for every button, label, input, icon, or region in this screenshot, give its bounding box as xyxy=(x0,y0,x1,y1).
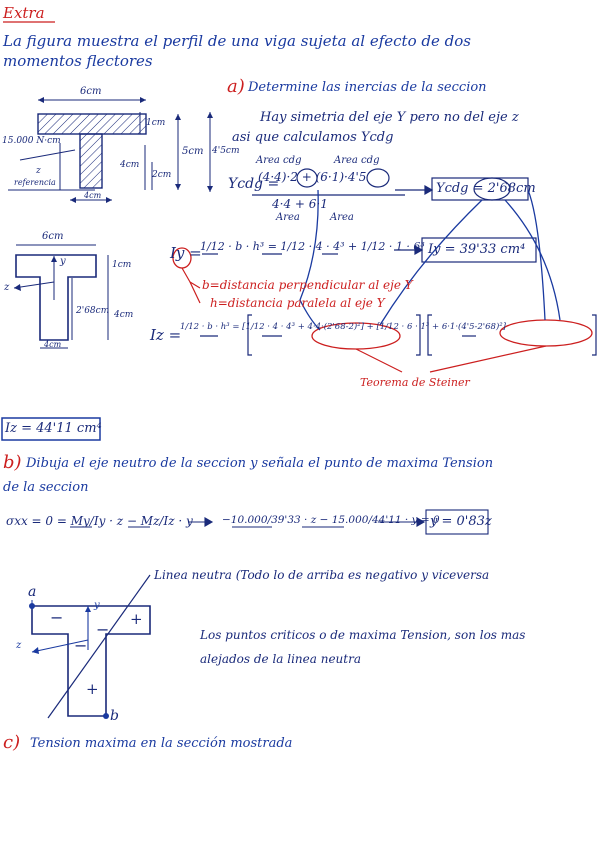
iz-expression: 1/12 · b · h³ = [1/12 · 4 · 4³ + 4·4·(2'… xyxy=(180,322,506,332)
minus-sign-3: − xyxy=(74,636,88,655)
part-b-label: b) xyxy=(3,452,22,473)
extra-heading: Extra xyxy=(3,4,45,22)
part-b-title-1: Dibuja el eje neutro de la seccion y señ… xyxy=(26,456,494,471)
iy-label: Iy = xyxy=(170,244,202,262)
fig1-moment: 15.000 N·cm xyxy=(2,136,61,146)
fig2-z-label: z xyxy=(4,282,10,293)
blue-connectors xyxy=(299,189,561,331)
fig1-dim-2cm: 2cm xyxy=(152,170,172,180)
ycdg-denominator: 4·4 + 6·1 xyxy=(272,197,328,211)
part-c-title: Tension maxima en la sección mostrada xyxy=(30,736,293,751)
neutral-axis-result: y = 0'83z xyxy=(430,514,492,529)
fig1-z-label: z xyxy=(36,166,41,176)
point-a-label: a xyxy=(28,584,37,600)
fig2-dim-4cm: 4cm xyxy=(114,310,134,320)
part-b-equation xyxy=(70,509,489,535)
note-b-perpendicular: b=distancia perpendicular al eje Y xyxy=(202,278,413,292)
fig1-dim-4cm-bottom: 4cm xyxy=(84,191,102,200)
stress-equation-numeric: −10.000/39'33 · z − 15.000/44'11 · y = 0 xyxy=(222,514,440,526)
fig1-dim-1cm: 1cm xyxy=(146,118,166,128)
fig2-dim-268: 2'68cm xyxy=(76,306,110,316)
symmetry-note-1: Hay simetria del eje Y pero no del eje z xyxy=(260,110,519,125)
fig2-dim-6cm: 6cm xyxy=(42,231,64,242)
fig1-reference: referencia xyxy=(14,178,56,187)
point-b-label: b xyxy=(110,708,119,724)
minus-sign-1: − xyxy=(50,608,64,627)
intro-line-1: La figura muestra el perfil de una viga … xyxy=(3,32,471,50)
iy-annotations xyxy=(202,237,537,263)
fig2-dim-4cm-bottom: 4cm xyxy=(44,340,62,349)
note-h-parallel: h=distancia paralela al eje Y xyxy=(210,296,385,310)
iy-result: Iy = 39'33 cm⁴ xyxy=(428,242,526,257)
stress-equation: σxx = 0 = My/Iy · z − Mz/Iz · y xyxy=(6,514,193,528)
fig1-dim-5cm: 5cm xyxy=(182,146,204,157)
point-b-marker xyxy=(103,713,109,719)
z-axis-3 xyxy=(31,639,89,653)
steiner-circle-2 xyxy=(499,319,593,347)
fig2-dim-1cm: 1cm xyxy=(112,260,132,270)
fig1-dim-4cm: 4cm xyxy=(120,160,140,170)
fig1-dim-6cm: 6cm xyxy=(80,86,102,97)
part-c-label: c) xyxy=(3,732,21,753)
area-label-1: Area xyxy=(276,212,300,223)
symmetry-note-2: asi que calculamos Ycdg xyxy=(232,130,394,145)
critical-points-1: Los puntos criticos o de maxima Tension,… xyxy=(200,628,526,642)
fig3-z-label: z xyxy=(16,640,22,651)
fig2-y-label: y xyxy=(60,256,66,267)
plus-sign-1: + xyxy=(130,610,143,628)
minus-sign-2: − xyxy=(96,620,110,639)
part-a-label: a) xyxy=(227,76,245,97)
t-section-figure-1 xyxy=(8,97,213,203)
ycdg-result: Ycdg = 2'68cm xyxy=(436,181,536,196)
critical-points-2: alejados de la linea neutra xyxy=(200,652,361,666)
steiner-label: Teorema de Steiner xyxy=(360,376,470,389)
fig3-y-label: y xyxy=(94,600,100,611)
iy-expression: 1/12 · b · h³ = 1/12 · 4 · 4³ + 1/12 · 1… xyxy=(200,240,425,253)
iz-result: Iz = 44'11 cm⁴ xyxy=(5,421,102,436)
area-cdg-label-1: Area cdg xyxy=(256,155,302,166)
ycdg-annotations xyxy=(252,168,529,201)
iz-result-box xyxy=(1,417,101,441)
neutral-line xyxy=(47,574,151,719)
ycdg-numerator: (4·4)·2 + (6·1)·4'5 xyxy=(258,170,367,184)
part-a-title: Determine las inercias de la seccion xyxy=(248,80,487,95)
iz-label: Iz = xyxy=(150,326,182,344)
ycdg-label: Ycdg = xyxy=(228,176,280,192)
fig1-dim-45cm: 4'5cm xyxy=(212,146,240,156)
iz-annotations xyxy=(200,314,597,356)
part-b-title-2: de la seccion xyxy=(3,480,89,495)
intro-line-2: momentos flectores xyxy=(3,52,153,70)
area-label-2: Area xyxy=(330,212,354,223)
t-section-figure-2 xyxy=(13,244,109,349)
area-cdg-label-2: Area cdg xyxy=(334,155,380,166)
neutral-line-label: Linea neutra (Todo lo de arriba es negat… xyxy=(154,568,490,582)
plus-sign-2: + xyxy=(86,680,99,698)
